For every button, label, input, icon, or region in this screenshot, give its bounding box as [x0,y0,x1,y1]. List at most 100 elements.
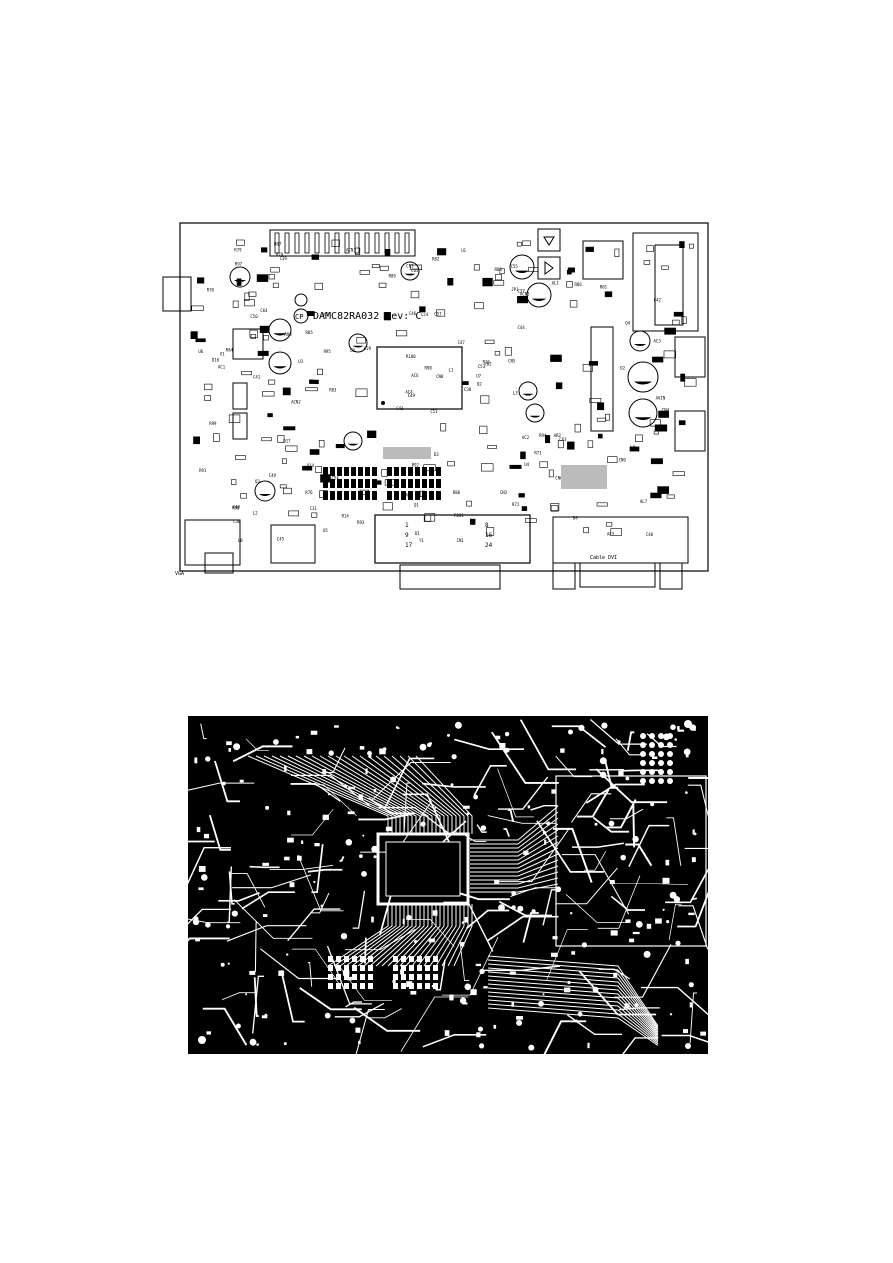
ic-u1 [232,328,264,360]
component-label: R85 [306,330,314,335]
component-label: U7 [476,373,481,378]
component-label: C44 [518,325,526,330]
component-label: Q4 [625,320,630,325]
component-label: R99 [209,421,217,426]
component-label: U6 [198,349,203,354]
component-label: CN8 [436,374,444,379]
component-label: AC4 [405,390,413,395]
component-label: C57 [434,312,442,317]
jack-1 [674,336,706,378]
cable-label: Cable DVI [590,555,617,561]
component-label: D3 [434,452,439,457]
component-label: Y1 [419,538,424,543]
top-header [269,229,416,257]
component-label: Q2 [477,382,482,387]
component-label: L3 [513,391,518,396]
component-label: C30 [233,519,241,524]
component-label: R100 [406,354,416,359]
ic-u4 [232,412,248,440]
component-label: CN2 [500,490,508,495]
copper-pads [192,721,706,1051]
component-label: C62 [484,362,492,367]
component-label: R81 [600,285,608,290]
component-label: AC7 [322,312,330,317]
jack-3 [270,524,316,564]
component-label: AL3 [325,471,333,476]
component-label: CN4 [662,408,670,413]
component-label: CN6 [555,476,563,481]
component-labels: C51C50C49C48C53C54C55C57C37C38C39C40C41C… [198,241,669,543]
component-label: AC2 [522,435,530,440]
component-label: R93 [357,520,365,525]
component-label: AVIN [656,395,666,400]
component-label: R91 [199,468,207,473]
component-label: D16 [212,358,220,363]
component-label: AC1 [218,365,226,370]
component-label: R86 [575,282,583,287]
component-label: C40 [646,532,654,537]
component-label: C37 [518,288,526,293]
u2 [582,240,624,280]
mount-hole-tr [684,720,692,728]
component-label: R88 [495,267,503,272]
resistor-array [383,447,431,459]
component-label: C64 [260,308,268,313]
component-label: R94 [539,433,547,438]
component-label: C49 [269,473,277,478]
component-label: C41 [253,374,261,379]
component-label: C63 [559,437,567,442]
component-label: R98 [284,332,292,337]
component-label: R14 [342,513,350,518]
component-label: C29 [364,346,372,351]
component-label: AC3 [654,339,662,344]
component-label: C53 [478,364,486,369]
component-label: D1 [415,531,420,536]
component-label: R95 [324,349,332,354]
component-label: U2 [350,348,355,353]
component-label: R82 [432,257,440,262]
smd-parts [190,239,697,536]
component-label: R72 [512,502,520,507]
component-label: AL7 [640,499,648,504]
component-label: U1 [461,248,466,253]
component-label: R89 [389,274,397,279]
component-label: C48 [233,505,241,510]
diode-d2 [537,228,561,252]
component-label: U5 [323,528,328,533]
component-label: C46 [409,311,417,316]
vga-pin-label: 24 [485,542,493,549]
component-label: C45 [277,537,285,542]
jack-2 [674,410,706,452]
component-label: R76 [305,490,313,495]
component-label: L1 [449,368,454,373]
regulator [590,326,614,432]
component-label: ACN1 [346,248,356,253]
component-label: R97 [235,262,243,267]
component-label: R90 [425,365,433,370]
component-label: U8 [238,538,243,543]
component-label: C24 [421,312,429,317]
component-label: CN3 [406,264,414,269]
vga-pin-label: 9 [405,532,409,539]
logo-text: CP [295,313,303,321]
component-label: X1 [220,352,225,357]
component-label: C38 [464,387,472,392]
copper-svg [149,716,761,1072]
component-label: R87 [274,241,282,246]
component-label: C39 [280,256,288,261]
component-label: D2 [620,366,625,371]
component-label: Q14 [307,463,315,468]
component-label: R78 [276,252,284,257]
board-id-label: DAMC82RA032 Rev: C [313,311,421,322]
resistor-blocks [323,467,441,500]
right-connector [632,232,699,332]
component-label: R80 [453,490,461,495]
audio-jack [184,519,241,566]
component-label: C43 [396,406,404,411]
component-label: AL1 [552,281,560,286]
component-label: L2 [253,511,258,516]
component-label: C47 [458,340,466,345]
power-connector [162,276,192,312]
